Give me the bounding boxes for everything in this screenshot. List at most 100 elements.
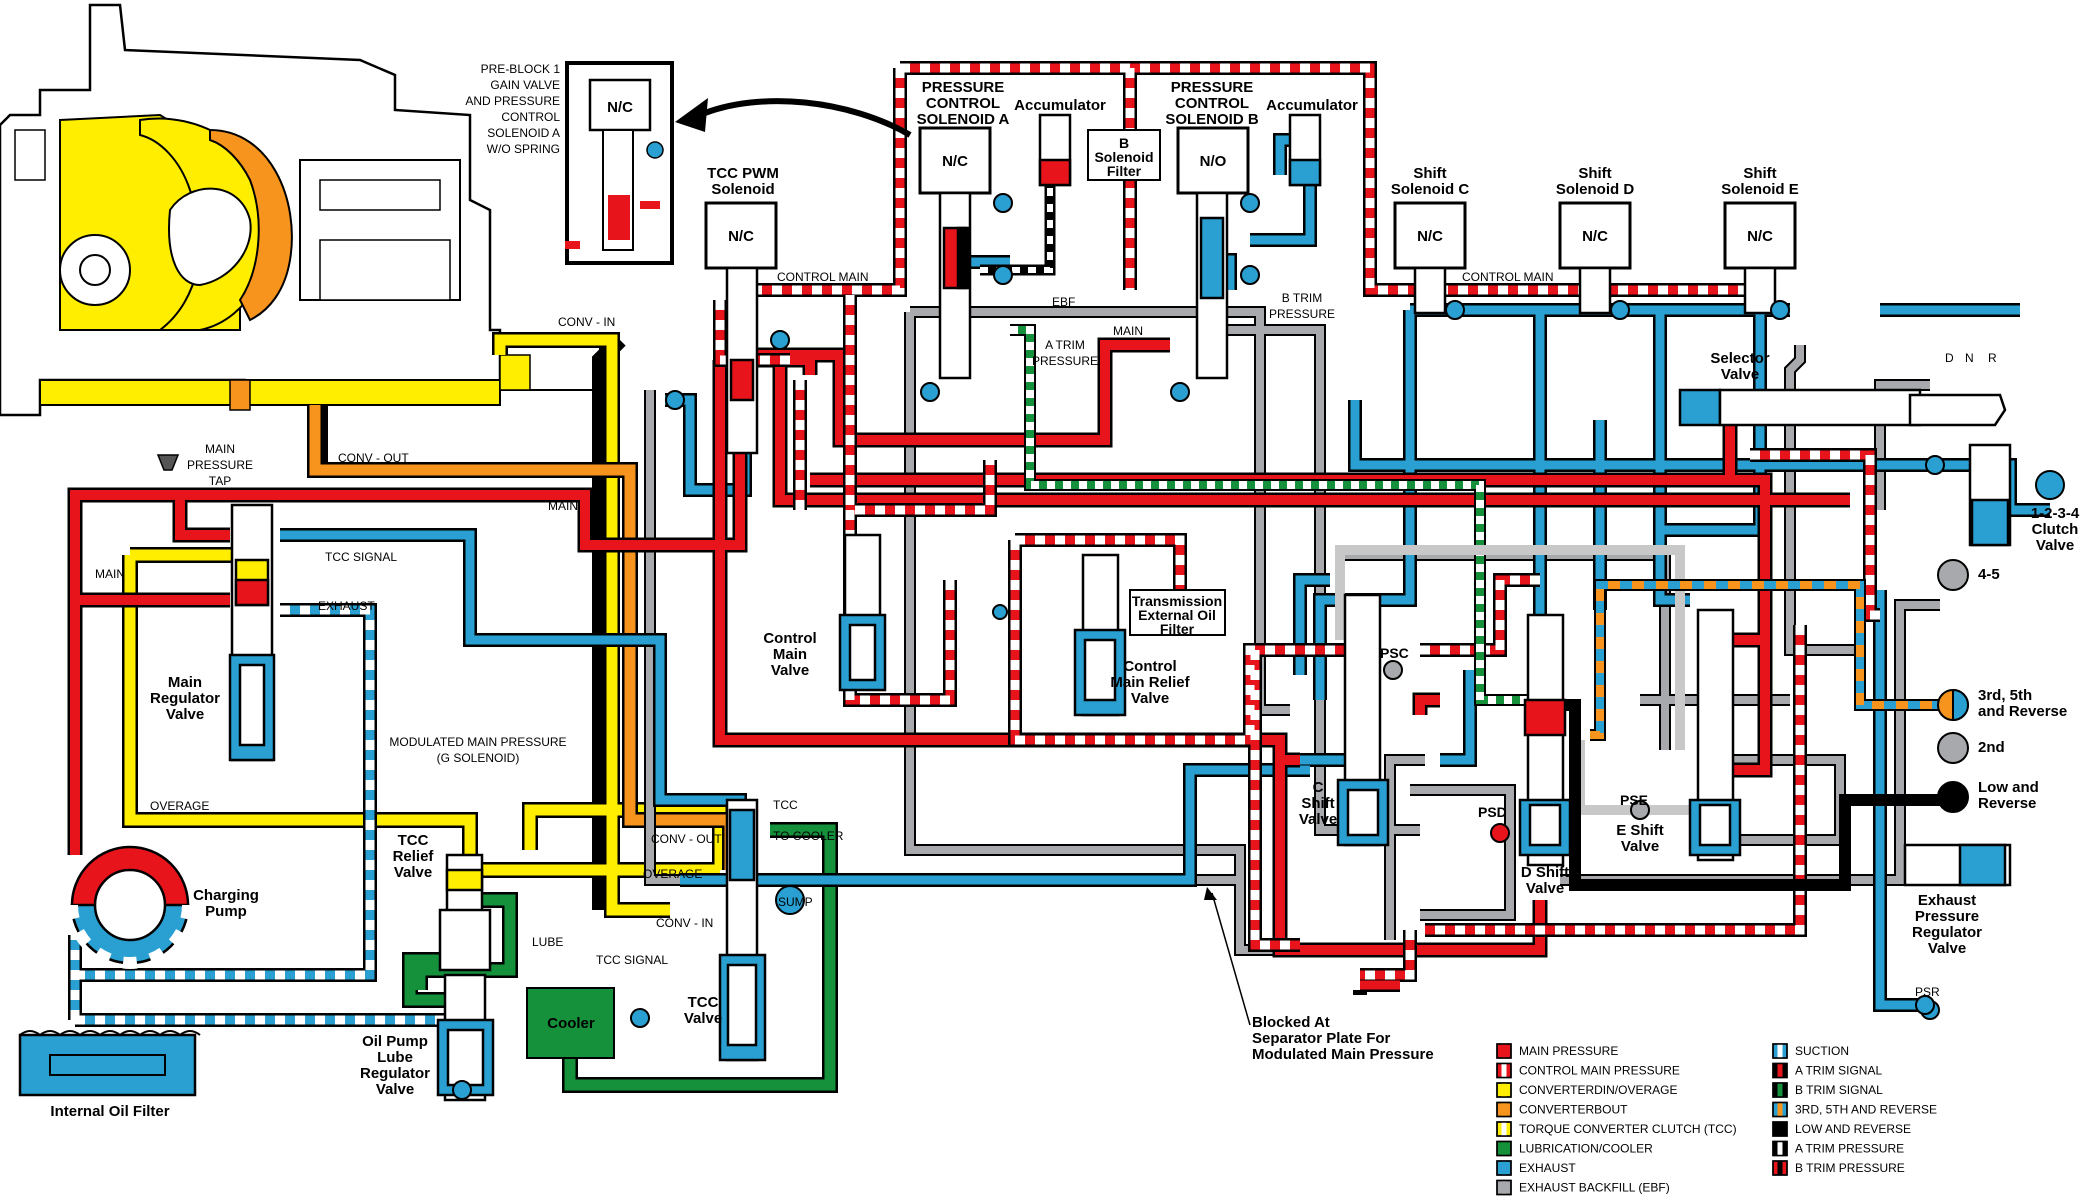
control-main-valve-3: Valve: [771, 662, 809, 679]
relief-valve-3: Valve: [1131, 690, 1169, 707]
oil-pump-lube-2: Lube: [377, 1049, 413, 1066]
c-shift-3: Valve: [1299, 811, 1337, 828]
svg-text:LUBE: LUBE: [532, 935, 563, 949]
svg-text:TCC SIGNAL: TCC SIGNAL: [596, 953, 668, 967]
pcs-a-state: N/C: [942, 153, 968, 170]
overage2-label: OVERAGE: [643, 867, 702, 881]
trans-filter-2: External Oil: [1138, 607, 1216, 623]
legend-right-label-1: A TRIM SIGNAL: [1795, 1064, 1882, 1078]
clutch-2: Clutch: [2032, 521, 2079, 538]
svg-text:Valve: Valve: [684, 1010, 722, 1027]
svg-text:TCC: TCC: [688, 994, 719, 1011]
svg-text:Valve: Valve: [1526, 880, 1564, 897]
legend-left-label-4: TORQUE CONVERTER CLUTCH (TCC): [1519, 1122, 1737, 1136]
labels: PRE-BLOCK 1 GAIN VALVE AND PRESSURE CONT…: [50, 62, 2079, 1120]
to-cooler-label: TO COOLER: [773, 829, 844, 843]
svg-text:D Shift: D Shift: [1521, 864, 1569, 881]
svg-text:MAIN: MAIN: [95, 567, 125, 581]
control-main-valve-2: Main: [773, 646, 807, 663]
svg-text:CONV - OUT: CONV - OUT: [651, 832, 722, 846]
svg-text:Shift: Shift: [1743, 165, 1776, 182]
b-filter-line-1: B: [1119, 135, 1129, 151]
inset-line-5: SOLENOID A: [487, 126, 560, 140]
svg-text:Valve: Valve: [166, 706, 204, 723]
accumulator-a-label: Accumulator: [1014, 97, 1106, 114]
svg-text:GAIN VALVE: GAIN VALVE: [490, 78, 560, 92]
svg-text:N/C: N/C: [942, 153, 968, 170]
svg-text:Control: Control: [1123, 658, 1176, 675]
output-3rd5th-2: and Reverse: [1978, 703, 2067, 720]
legend-left-swatch-3: [1496, 1101, 1512, 1118]
svg-text:AND PRESSURE: AND PRESSURE: [465, 94, 560, 108]
legend-left-swatch-5: [1496, 1140, 1512, 1157]
psc-label: PSC: [1380, 645, 1409, 661]
svg-text:and Reverse: and Reverse: [1978, 703, 2067, 720]
control-main-valve-1: Control: [763, 630, 816, 647]
legend-right-swatch-5: [1772, 1140, 1788, 1157]
r-label: R: [1988, 351, 1997, 365]
svg-text:PSD: PSD: [1478, 804, 1507, 820]
svg-text:Solenoid D: Solenoid D: [1556, 181, 1635, 198]
tcc-relief-1: TCC: [398, 832, 429, 849]
svg-text:MODULATED MAIN PRESSURE: MODULATED MAIN PRESSURE: [389, 735, 566, 749]
svg-text:Main: Main: [773, 646, 807, 663]
legend-right-label-3: 3RD, 5TH AND REVERSE: [1795, 1103, 1937, 1117]
legend-left-swatch-7: [1496, 1179, 1512, 1196]
a-trim-label-1: A TRIM: [1045, 338, 1085, 352]
svg-text:TAP: TAP: [209, 474, 231, 488]
main-regulator-2: Regulator: [150, 690, 220, 707]
legend-right-swatch-0: [1772, 1043, 1788, 1059]
svg-text:SUMP: SUMP: [778, 895, 813, 909]
tcc-signal-bottom-label: TCC SIGNAL: [596, 953, 668, 967]
output-2nd: 2nd: [1978, 739, 2005, 756]
svg-text:C: C: [1313, 779, 1324, 796]
exhaust-reg-1: Exhaust: [1918, 892, 1976, 909]
charging-pump-1: Charging: [193, 887, 259, 904]
pcs-a-title-3: SOLENOID A: [917, 111, 1010, 128]
charging-pump: [66, 845, 194, 969]
svg-text:Solenoid C: Solenoid C: [1391, 181, 1470, 198]
svg-text:4-5: 4-5: [1978, 566, 2000, 583]
oil-pump-lube-4: Valve: [376, 1081, 414, 1098]
svg-text:CONV - IN: CONV - IN: [558, 315, 615, 329]
legend-right-swatch-4: [1772, 1121, 1788, 1137]
valve-bodies: [228, 113, 2012, 1102]
svg-text:Valve: Valve: [394, 864, 432, 881]
svg-text:Shift: Shift: [1578, 165, 1611, 182]
svg-text:N/C: N/C: [1582, 228, 1608, 245]
svg-text:Solenoid: Solenoid: [711, 181, 774, 198]
main-left-label: MAIN: [95, 567, 125, 581]
legend-right-label-2: B TRIM SIGNAL: [1795, 1083, 1883, 1097]
external-filter-box: [1129, 589, 1226, 636]
svg-text:B: B: [1119, 135, 1129, 151]
pcs-a-title-2: CONTROL: [926, 95, 1000, 112]
arrow-head-icon: [675, 98, 708, 132]
svg-text:Control: Control: [763, 630, 816, 647]
d-label: D: [1945, 351, 1954, 365]
svg-text:Regulator: Regulator: [150, 690, 220, 707]
legend-left-label-0: MAIN PRESSURE: [1519, 1044, 1618, 1058]
svg-text:3rd, 5th: 3rd, 5th: [1978, 687, 2032, 704]
inset-line-6: W/O SPRING: [487, 142, 560, 156]
svg-text:Filter: Filter: [1160, 621, 1195, 637]
relief-valve-2: Main Relief: [1110, 674, 1190, 691]
svg-text:Solenoid: Solenoid: [1094, 149, 1153, 165]
svg-text:Shift: Shift: [1413, 165, 1446, 182]
svg-text:Separator Plate For: Separator Plate For: [1252, 1030, 1391, 1047]
legend-left-label-1: CONTROL MAIN PRESSURE: [1519, 1064, 1680, 1078]
tcc-pwm-title-2: Solenoid: [711, 181, 774, 198]
svg-text:MAIN: MAIN: [548, 499, 578, 513]
charging-pump-2: Pump: [205, 903, 247, 920]
tcc-valve-1: TCC: [688, 994, 719, 1011]
svg-text:PRE-BLOCK 1: PRE-BLOCK 1: [481, 62, 561, 76]
pcs-b-title-3: SOLENOID B: [1165, 111, 1259, 128]
svg-text:PSC: PSC: [1380, 645, 1409, 661]
blocked-2: Separator Plate For: [1252, 1030, 1391, 1047]
output-3rd5th-1: 3rd, 5th: [1978, 687, 2032, 704]
selector-1: Selector: [1710, 350, 1769, 367]
svg-text:Reverse: Reverse: [1978, 795, 2036, 812]
svg-text:External Oil: External Oil: [1138, 607, 1216, 623]
svg-text:N/C: N/C: [607, 99, 633, 116]
legend-right-swatch-2: [1772, 1082, 1788, 1098]
